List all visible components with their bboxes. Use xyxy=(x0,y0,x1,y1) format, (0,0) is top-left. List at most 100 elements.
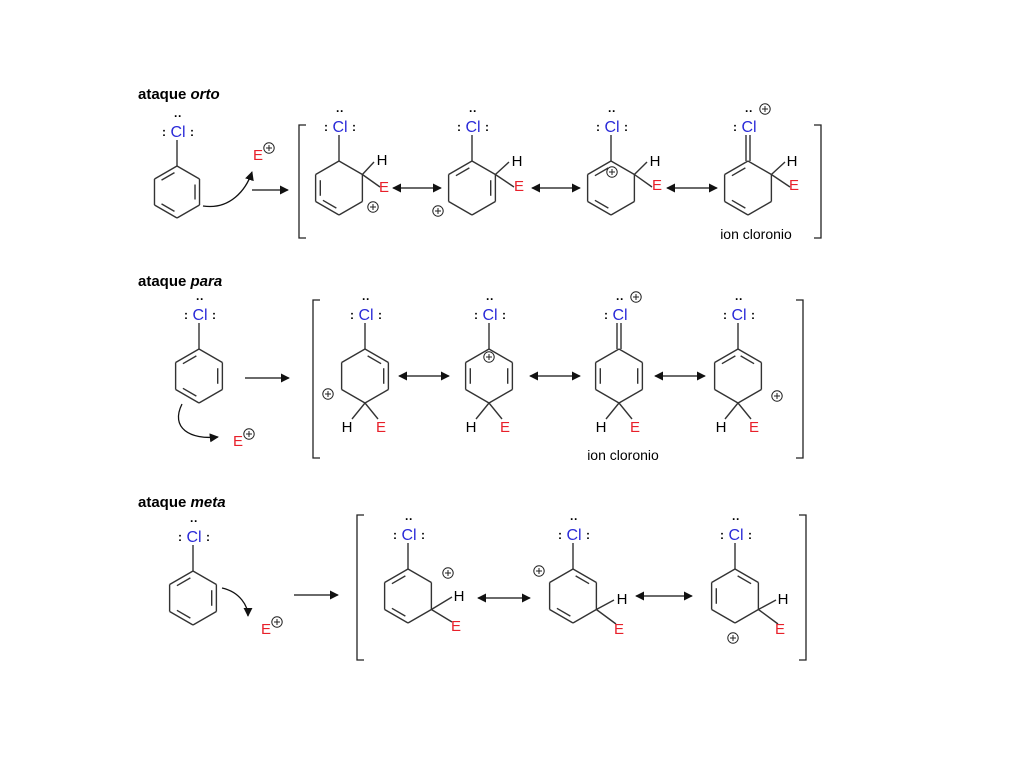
chlorine-label: Cl xyxy=(192,307,207,324)
c-h-bond xyxy=(431,596,453,611)
c-e-bond xyxy=(361,173,381,188)
electrophile-label: E xyxy=(630,419,640,436)
ring-bond xyxy=(711,608,736,624)
ring-bond xyxy=(549,608,574,624)
plus-charge-icon xyxy=(432,205,444,217)
ring-bond xyxy=(734,568,759,584)
benzene-ring xyxy=(710,568,760,624)
benzene-ring xyxy=(594,348,644,404)
ring-bond xyxy=(587,200,612,216)
curved-arrow-icon xyxy=(221,587,253,617)
chlorine-label: Cl xyxy=(728,527,743,544)
bracket-icon xyxy=(356,514,364,661)
lone-pair-top: ·· xyxy=(745,104,753,118)
chlorine-label: Cl xyxy=(332,119,347,136)
ring-bond xyxy=(618,388,643,404)
c-h-bond xyxy=(494,161,510,176)
ring-bond xyxy=(465,388,490,404)
hydrogen-label: H xyxy=(342,419,353,436)
double-bond xyxy=(594,199,609,209)
lone-pair-top: ·· xyxy=(196,292,204,306)
double-bond xyxy=(161,172,175,181)
benzene-ring xyxy=(174,348,224,404)
double-bond xyxy=(182,387,197,397)
lone-pair-top: ·· xyxy=(362,292,370,306)
ring-bond xyxy=(610,160,635,176)
ring-bond xyxy=(465,348,490,364)
double-bond xyxy=(176,577,191,587)
ring-bond xyxy=(198,388,223,404)
electrophile-label: E xyxy=(500,419,510,436)
ring-bond xyxy=(364,348,389,364)
lone-pair-top: ·· xyxy=(190,514,198,528)
ring-bond xyxy=(714,388,739,404)
chloronium-ion-label: ion cloronio xyxy=(587,447,659,463)
ring-bond xyxy=(488,388,513,404)
ring-bond xyxy=(747,160,772,176)
double-bond xyxy=(721,355,736,365)
chlorine-label: Cl xyxy=(465,119,480,136)
ring-bond xyxy=(384,568,409,584)
lone-pair-right: : xyxy=(212,308,216,322)
title-prefix: ataque xyxy=(138,86,191,103)
double-bond xyxy=(731,199,746,209)
electrophile-label: E xyxy=(379,179,389,196)
bracket-icon xyxy=(298,124,306,239)
plus-charge-icon xyxy=(271,616,283,628)
hydrogen-label: H xyxy=(650,153,661,170)
ring-bond xyxy=(384,608,409,624)
lone-pair-top: ·· xyxy=(616,292,624,306)
curved-arrow-icon xyxy=(177,403,219,443)
ring-bond xyxy=(169,570,194,586)
benzene-ring xyxy=(314,160,364,216)
bracket-icon xyxy=(796,299,804,459)
ring-bond xyxy=(448,200,473,216)
ring-bond xyxy=(154,204,178,219)
ring-bond xyxy=(176,204,200,219)
plus-charge-icon xyxy=(483,351,495,363)
section-title-para: ataque para xyxy=(138,273,222,290)
ring-bond xyxy=(488,348,513,364)
section-title-orto: ataque orto xyxy=(138,86,220,103)
ring-bond xyxy=(549,568,574,584)
c-h-bond xyxy=(605,402,620,420)
lone-pair-right: : xyxy=(502,308,506,322)
lone-pair-top: ·· xyxy=(608,104,616,118)
ring-bond xyxy=(572,568,597,584)
ring-bond xyxy=(175,388,200,404)
hydrogen-label: H xyxy=(377,152,388,169)
ring-bond xyxy=(338,160,363,176)
ring-bond xyxy=(338,200,363,216)
lone-pair-top: ·· xyxy=(405,512,413,526)
electrophile-label: E xyxy=(253,147,263,164)
lone-pair-left: : xyxy=(604,308,608,322)
lone-pair-top: ·· xyxy=(486,292,494,306)
ring-bond xyxy=(407,608,432,624)
plus-charge-icon xyxy=(432,205,444,217)
plus-charge-icon xyxy=(367,201,379,213)
plus-charge-icon xyxy=(606,166,618,178)
plus-charge-icon xyxy=(442,567,454,579)
plus-charge-icon xyxy=(630,291,642,303)
c-e-bond xyxy=(737,402,752,420)
c-e-bond xyxy=(488,402,503,420)
ring-bond xyxy=(192,570,217,586)
lone-pair-right: : xyxy=(586,528,590,542)
lone-pair-left: : xyxy=(162,125,166,139)
electrophile-label: E xyxy=(789,177,799,194)
plus-charge-icon xyxy=(771,390,783,402)
plus-charge-icon xyxy=(727,632,739,644)
lone-pair-left: : xyxy=(474,308,478,322)
chlorine-label: Cl xyxy=(612,307,627,324)
lone-pair-top: ·· xyxy=(469,104,477,118)
ring-bond xyxy=(169,610,194,626)
electrophile-label: E xyxy=(514,178,524,195)
plus-charge-icon xyxy=(243,428,255,440)
hydrogen-label: H xyxy=(454,588,465,605)
double-bond xyxy=(367,355,382,365)
lone-pair-top: ·· xyxy=(735,292,743,306)
c-h-bond xyxy=(351,402,366,420)
benzene-ring xyxy=(586,160,636,216)
hydrogen-label: H xyxy=(596,419,607,436)
